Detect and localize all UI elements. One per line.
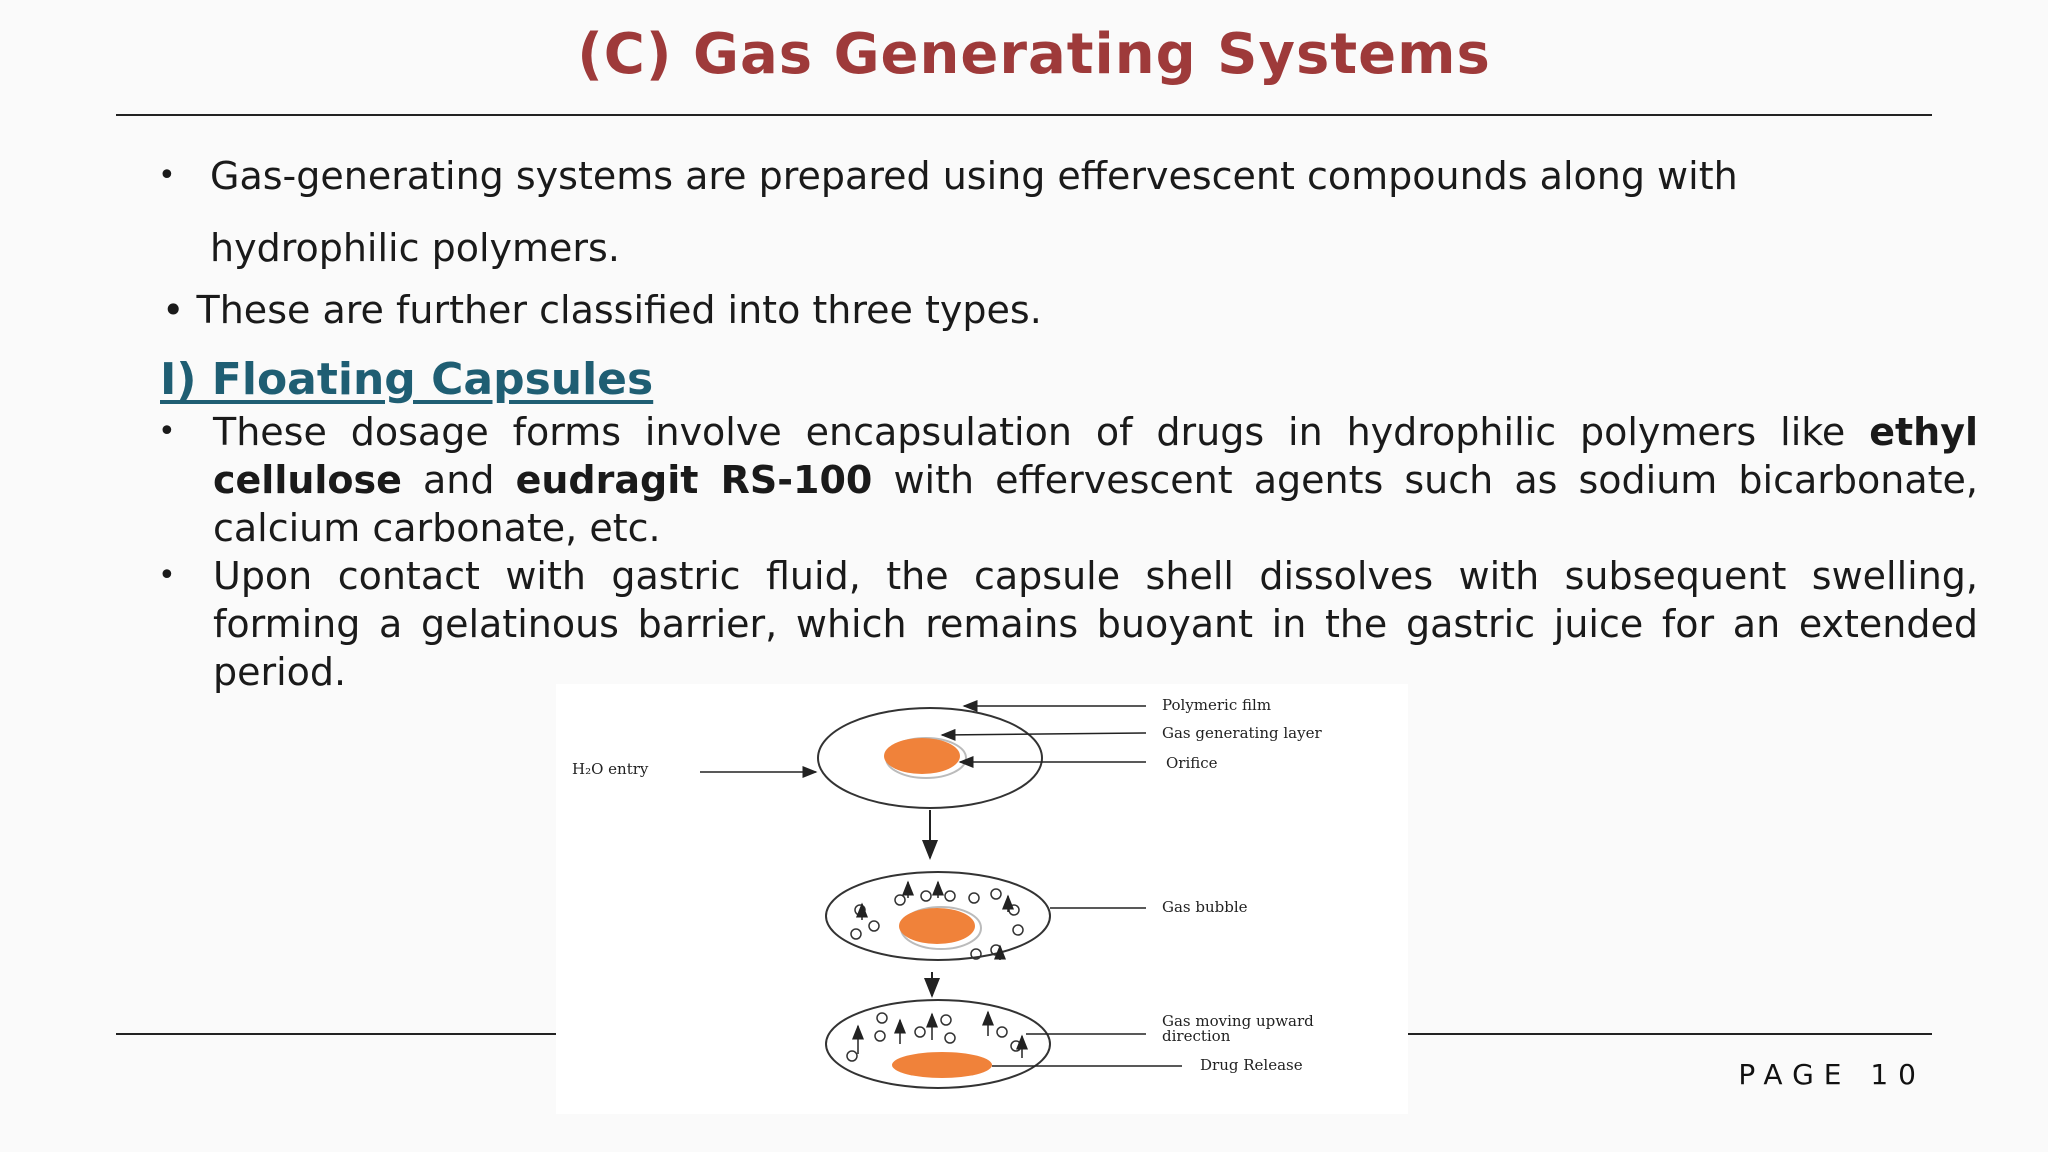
bullet-dot: •	[158, 158, 176, 193]
core-stage-1	[884, 738, 960, 774]
bold-term-ethyl-cellulose: ethyl cellulose	[213, 410, 1978, 502]
bold-term-eudragit: eudragit RS-100	[515, 458, 873, 502]
capsule-stage-2	[825, 871, 1051, 961]
bullet-dot: •	[158, 558, 176, 593]
bullet-dot: •	[158, 414, 176, 449]
core-stage-3	[892, 1052, 992, 1078]
bullet-dot: •	[162, 288, 185, 332]
label-h2o-entry: H₂O entry	[572, 760, 649, 778]
intro-bullet-2-text: These are further classified into three …	[196, 288, 1042, 332]
intro-bullet-1-text: Gas-generating systems are prepared usin…	[210, 154, 1738, 270]
section-heading: I) Floating Capsules	[160, 354, 654, 405]
label-drug-release: Drug Release	[1200, 1056, 1303, 1074]
bullet-text: Upon contact with gastric fluid, the cap…	[213, 554, 1978, 694]
page-number: PAGE 10	[1738, 1058, 1926, 1091]
title-divider	[116, 114, 1932, 116]
label-polymeric-film: Polymeric film	[1162, 696, 1271, 714]
bullet-text: These dosage forms involve encapsulation…	[213, 410, 1870, 454]
gas-bubbles-stage-3	[846, 1012, 1022, 1062]
label-gas-moving-upward: Gas moving upward	[1162, 1012, 1314, 1030]
capsule-stage-3-leaders	[992, 1033, 1182, 1067]
section-bullet-list: • These dosage forms involve encapsulati…	[158, 408, 1978, 696]
label-gas-bubble: Gas bubble	[1162, 898, 1248, 916]
slide-title: (C) Gas Generating Systems	[577, 22, 1491, 87]
label-gas-generating-layer: Gas generating layer	[1162, 724, 1322, 742]
section-bullet-1: • These dosage forms involve encapsulati…	[158, 408, 1978, 552]
bullet-text: with effervescent agents such as sodium …	[213, 458, 1978, 550]
gas-arrows-stage-2	[856, 880, 1014, 960]
floating-capsule-diagram: Polymeric film Gas generating layer Orif…	[556, 684, 1408, 1114]
footer-divider-left	[116, 1033, 556, 1035]
capsule-stage-1	[817, 707, 1043, 809]
section-bullet-2: • Upon contact with gastric fluid, the c…	[158, 552, 1978, 696]
intro-bullet-2: • These are further classified into thre…	[162, 286, 1042, 334]
capsule-stage-3	[825, 999, 1051, 1089]
label-orifice: Orifice	[1166, 754, 1218, 772]
bullet-text: and	[401, 458, 516, 502]
intro-bullet-1: • Gas-generating systems are prepared us…	[158, 140, 1918, 284]
capsule-stage-1-leaders	[700, 700, 1147, 778]
gas-arrows-stage-3	[852, 1010, 1028, 1058]
footer-divider-right	[1408, 1033, 1932, 1035]
diagram-labels: Polymeric film Gas generating layer Orif…	[572, 696, 1322, 1074]
core-stage-2	[899, 908, 975, 944]
label-direction: direction	[1162, 1027, 1231, 1045]
